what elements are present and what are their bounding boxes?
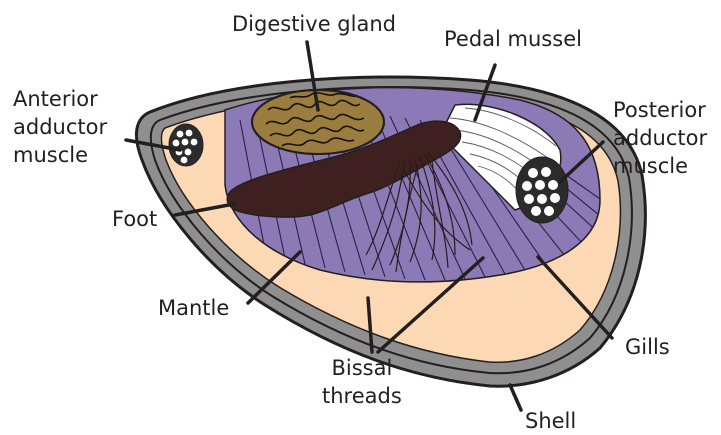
label-pedal-mussel: Pedal mussel <box>444 25 582 53</box>
posterior-adductor-muscle <box>516 157 568 223</box>
label-gills: Gills <box>625 333 670 361</box>
label-mantle: Mantle <box>158 294 229 322</box>
label-bissal-threads: Bissal threads <box>322 354 402 410</box>
label-anterior-adductor-muscle: Anterior adductor muscle <box>13 85 107 169</box>
label-foot: Foot <box>112 205 157 233</box>
anterior-adductor-muscle <box>169 124 203 166</box>
label-posterior-adductor-muscle: Posterior adductor muscle <box>613 96 707 180</box>
leader-shell <box>510 385 521 410</box>
label-shell: Shell <box>525 407 576 435</box>
label-digestive-gland: Digestive gland <box>232 10 396 38</box>
